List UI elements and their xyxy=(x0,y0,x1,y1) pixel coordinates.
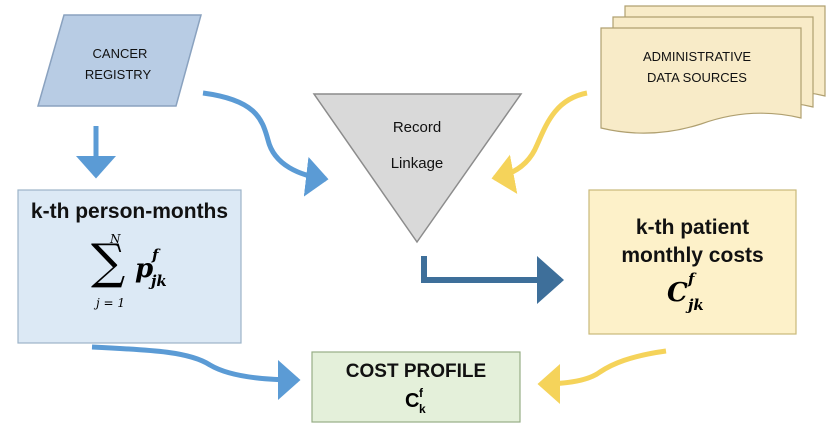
arrow-patient-costs-to-profile xyxy=(537,348,667,404)
arrow-person-months-to-profile xyxy=(91,344,301,400)
cancer-registry-label-line1: CANCER xyxy=(93,46,148,61)
patient-costs-title-line1: k-th patient xyxy=(635,216,750,239)
person-months-term-sup: f xyxy=(152,246,159,264)
record-linkage-label-line1: Record xyxy=(393,119,441,136)
cancer-registry-shape xyxy=(37,14,202,107)
arrow-admin-to-linkage xyxy=(491,90,588,194)
record-linkage-label-line2: Linkage xyxy=(391,155,444,172)
sum-symbol: ∑ xyxy=(91,234,126,290)
sum-lower-limit: j = 1 xyxy=(96,296,126,310)
cost-profile-title: COST PROFILE xyxy=(345,361,487,382)
patient-costs-term-sup: f xyxy=(688,270,695,288)
administrative-sources-label-line2: DATA SOURCES xyxy=(647,70,747,85)
cost-profile-term-sub: k xyxy=(419,402,426,416)
person-months-term-sub: jk xyxy=(151,272,167,290)
cost-profile-term-base: C xyxy=(405,390,420,412)
cost-profile-term-sup: f xyxy=(419,386,423,400)
patient-costs-term-base: C xyxy=(667,278,688,308)
person-months-term-base: p xyxy=(135,254,154,284)
cancer-registry-label-line2: REGISTRY xyxy=(85,67,152,82)
patient-costs-box xyxy=(588,189,797,335)
sum-upper-limit: N xyxy=(110,232,121,246)
patient-costs-title-line2: monthly costs xyxy=(621,244,764,267)
arrow-registry-to-linkage xyxy=(202,90,329,197)
cost-profile-box xyxy=(311,351,521,423)
cost-profile-formula: C f k xyxy=(312,386,520,420)
arrow-linkage-to-patient-costs xyxy=(421,256,564,304)
person-months-formula: N ∑ j = 1 p f jk xyxy=(18,232,241,332)
record-linkage-shape xyxy=(312,93,523,244)
patient-costs-formula: C f jk xyxy=(589,270,796,322)
administrative-sources-shape xyxy=(600,5,826,134)
person-months-title: k-th person-months xyxy=(30,200,229,223)
patient-costs-term-sub: jk xyxy=(688,296,704,314)
administrative-sources-label-line1: ADMINISTRATIVE xyxy=(643,49,751,64)
person-months-box xyxy=(17,189,242,344)
